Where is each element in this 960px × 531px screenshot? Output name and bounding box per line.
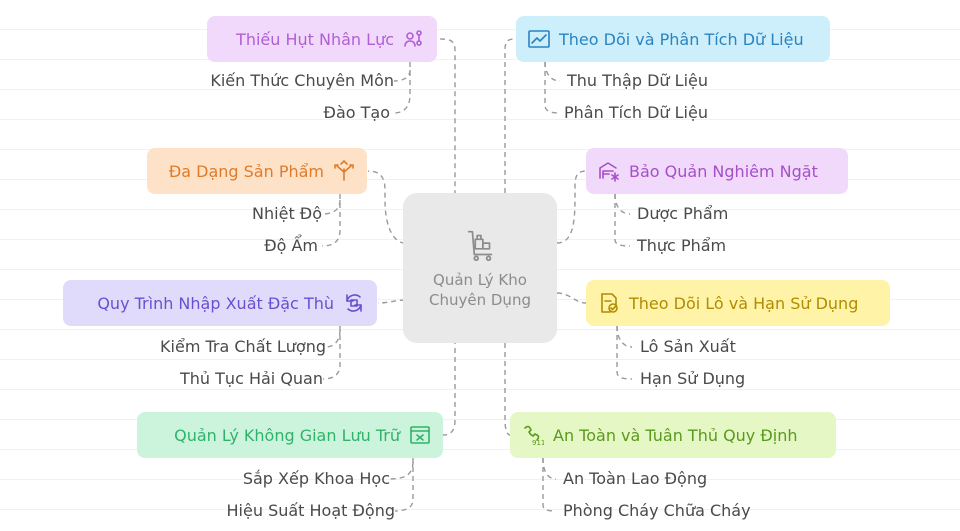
connector-line [322, 326, 341, 380]
connector-line [504, 38, 517, 193]
leaf-lo-san-xuat: Lô Sản Xuất [640, 337, 736, 356]
branch-label: Quản Lý Không Gian Lưu Trữ [174, 425, 400, 445]
leaf-thu-thap-du-lieu: Thu Thập Dữ Liệu [567, 71, 708, 90]
central-topic: Quản Lý Kho Chuyên Dụng [403, 193, 557, 343]
branch-an-toan-tuan-thu: 911 An Toàn và Tuân Thủ Quy Định [510, 412, 836, 458]
connector-line [325, 329, 341, 348]
svg-text:911: 911 [532, 439, 544, 446]
branch-da-dang-san-pham: Đa Dạng Sản Phẩm [147, 148, 367, 194]
leaf-thu-tuc-hai-quan: Thủ Tục Hải Quan [180, 369, 323, 388]
connector-line [616, 326, 633, 380]
connector-line [542, 457, 557, 480]
central-topic-title: Quản Lý Kho Chuyên Dụng [429, 271, 531, 309]
leaf-nhiet-do: Nhiệt Độ [252, 204, 322, 223]
leaf-kiem-tra-chat-luong: Kiểm Tra Chất Lượng [160, 337, 326, 356]
warehouse-cart-icon [461, 226, 499, 264]
branch-label: An Toàn và Tuân Thủ Quy Định [553, 425, 798, 445]
leaf-do-am: Độ Ẩm [264, 236, 318, 255]
leaf-duoc-pham: Dược Phẩm [637, 204, 729, 223]
leaf-phong-chay-chua-chay: Phòng Cháy Chữa Cháy [563, 501, 751, 520]
branch-quy-trinh-nhap-xuat: Quy Trình Nhập Xuất Đặc Thù [63, 280, 377, 326]
connector-line [321, 194, 341, 247]
branch-label: Bảo Quản Nghiêm Ngặt [629, 161, 818, 181]
connector-line [393, 62, 411, 114]
people-icon [403, 28, 425, 50]
leaf-kien-thuc-chuyen-mon: Kiến Thức Chuyên Môn [210, 71, 394, 90]
connector-line [614, 194, 631, 247]
connector-line [394, 458, 414, 512]
connector-line [321, 199, 341, 215]
branch-label: Thiếu Hụt Nhân Lực [236, 29, 394, 49]
connector-line [442, 330, 456, 436]
connector-line [556, 292, 587, 304]
branch-thieu-hut-nhan-luc: Thiếu Hụt Nhân Lực [207, 16, 437, 62]
connector-line [367, 170, 406, 244]
branch-label: Theo Dõi Lô và Hạn Sử Dụng [629, 293, 859, 313]
branch-label: Quy Trình Nhập Xuất Đặc Thù [97, 293, 334, 313]
connector-line [544, 62, 561, 114]
expiry-check-icon [598, 292, 620, 314]
storage-box-icon [409, 424, 431, 446]
leaf-thuc-pham: Thực Phẩm [637, 236, 727, 255]
process-cycle-icon [343, 292, 365, 314]
connector-line [556, 170, 587, 244]
branch-label: Theo Dõi và Phân Tích Dữ Liệu [559, 29, 804, 49]
connector-line [377, 299, 406, 304]
leaf-an-toan-lao-dong: An Toàn Lao Động [563, 469, 708, 488]
branching-arrows-icon [333, 160, 355, 182]
branch-theo-doi-phan-tich: Theo Dõi và Phân Tích Dữ Liệu [516, 16, 830, 62]
leaf-han-su-dung: Hạn Sử Dụng [640, 369, 746, 388]
connector-line [542, 458, 557, 512]
connector-line [504, 343, 511, 436]
connector-line [614, 193, 631, 215]
connector-line [616, 325, 633, 348]
leaf-dao-tao: Đào Tạo [323, 103, 390, 122]
connector-line [544, 61, 561, 82]
connector-line [389, 461, 414, 480]
line-chart-icon [528, 28, 550, 50]
emergency-911-icon: 911 [522, 424, 544, 446]
cold-storage-icon [598, 160, 620, 182]
branch-theo-doi-lo-han: Theo Dõi Lô và Hạn Sử Dụng [586, 280, 890, 326]
leaf-sap-xep-khoa-hoc: Sắp Xếp Khoa Học [242, 469, 390, 488]
leaf-hieu-suat-hoat-dong: Hiệu Suất Hoạt Động [226, 501, 395, 520]
branch-bao-quan-nghiem-ngat: Bảo Quản Nghiêm Ngặt [586, 148, 848, 194]
branch-quan-ly-khong-gian: Quản Lý Không Gian Lưu Trữ [137, 412, 443, 458]
connector-line [393, 69, 411, 82]
branch-label: Đa Dạng Sản Phẩm [168, 161, 324, 181]
leaf-phan-tich-du-lieu: Phân Tích Dữ Liệu [564, 103, 708, 122]
